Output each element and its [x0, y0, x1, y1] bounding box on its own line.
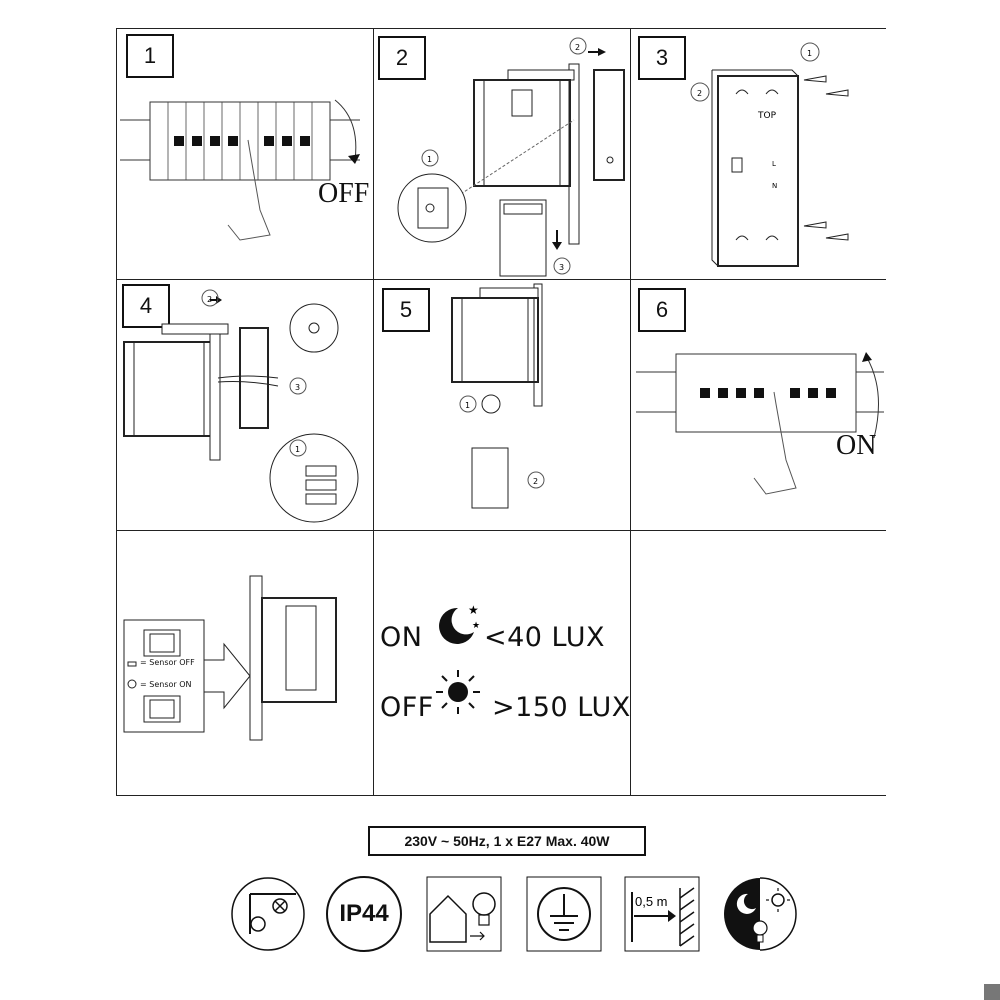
- step-number-6: 6: [638, 288, 686, 332]
- page-corner-marker: [984, 984, 1000, 1000]
- off-label: OFF: [318, 178, 370, 209]
- grid-line: [630, 28, 631, 796]
- step-number-5: 5: [382, 288, 430, 332]
- lamp-disassembly-illustration: 2 1 3: [397, 37, 625, 277]
- mounting-plate-illustration: TOP L N 1 2: [690, 42, 849, 267]
- lux-on-value: <40 LUX: [484, 622, 606, 653]
- distance-label: 0,5 m: [635, 894, 668, 909]
- callout-3: 3: [295, 383, 300, 392]
- sensor-on-label: = Sensor ON: [140, 680, 192, 689]
- callout-2: 2: [575, 43, 580, 52]
- breaker-on-illustration: [636, 352, 884, 495]
- callout-2: 2: [207, 295, 212, 304]
- grid-line: [373, 28, 374, 796]
- callout-1: 1: [295, 445, 300, 454]
- grid-line: [116, 795, 886, 796]
- sensor-switch-illustration: [123, 575, 337, 741]
- sun-icon: [436, 670, 480, 714]
- callout-2: 2: [697, 89, 702, 98]
- on-label: ON: [836, 430, 877, 461]
- step-number-3: 3: [638, 36, 686, 80]
- distance-icon: 0,5 m: [624, 876, 700, 952]
- ip44-icon: IP44: [326, 876, 402, 952]
- l-label: L: [772, 160, 776, 168]
- lux-off-word: OFF: [380, 692, 434, 723]
- callout-1: 1: [465, 401, 470, 410]
- earth-ground-icon: [526, 876, 602, 952]
- svg-text:★: ★: [472, 621, 480, 631]
- lux-on-word: ON: [380, 622, 423, 653]
- electrical-spec-label: 230V ~ 50Hz, 1 x E27 Max. 40W: [368, 826, 646, 856]
- callout-1: 1: [807, 49, 812, 58]
- class-1-mounting-icon: [231, 877, 305, 951]
- lux-off-value: >150 LUX: [492, 692, 631, 723]
- callout-1: 1: [427, 155, 432, 164]
- step-number-2: 2: [378, 36, 426, 80]
- sensor-off-label: = Sensor OFF: [140, 658, 195, 667]
- wiring-illustration: 2 3 1: [123, 289, 359, 523]
- moon-stars-icon: ★ ★: [439, 603, 480, 644]
- top-label: TOP: [757, 111, 777, 121]
- grid-line: [116, 530, 886, 531]
- n-label: N: [772, 182, 777, 190]
- day-night-sensor-icon: [724, 877, 797, 951]
- grid-line: [116, 279, 886, 280]
- outdoor-bulb-icon: [426, 876, 502, 952]
- step-number-1: 1: [126, 34, 174, 78]
- instruction-grid: [116, 28, 886, 796]
- step-number-4: 4: [122, 284, 170, 328]
- grid-line: [116, 28, 886, 29]
- svg-text:★: ★: [468, 603, 479, 617]
- callout-2: 2: [533, 477, 538, 486]
- callout-3: 3: [559, 263, 564, 272]
- breaker-off-illustration: [120, 99, 360, 241]
- bulb-install-illustration: 1 2: [451, 283, 545, 509]
- grid-line: [116, 28, 117, 796]
